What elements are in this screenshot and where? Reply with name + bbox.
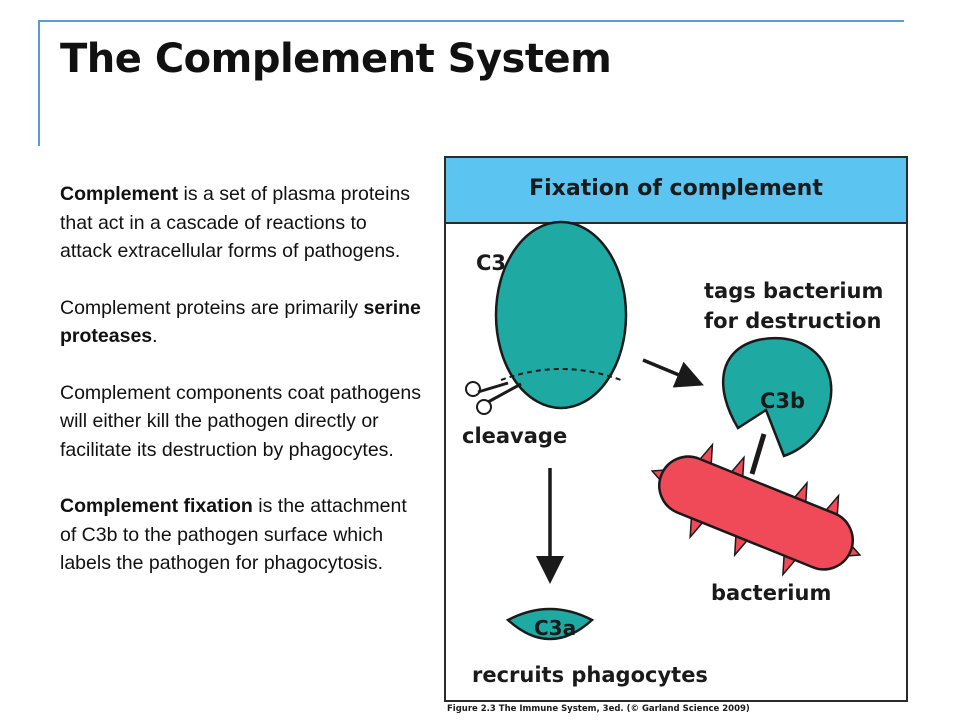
label-c3a: C3a bbox=[534, 616, 576, 640]
paragraph-serine-proteases: Complement proteins are primarily serine… bbox=[60, 294, 422, 351]
term-serine-proteases: serine proteases bbox=[60, 296, 421, 348]
term-complement-fixation: Complement fixation bbox=[60, 495, 253, 517]
figure-banner-title: Fixation of complement bbox=[529, 176, 823, 201]
label-c3b: C3b bbox=[760, 389, 805, 413]
paragraph-2-start: Complement proteins are primarily bbox=[60, 296, 364, 319]
complement-diagram: C3 cleavage tags bacterium for destructi… bbox=[462, 220, 883, 687]
arrow-to-c3b bbox=[642, 358, 704, 388]
figure-credit: Figure 2.3 The Immune System, 3ed. (© Ga… bbox=[447, 704, 750, 714]
cleavage-line bbox=[500, 368, 622, 381]
paragraph-2-end: . bbox=[152, 325, 158, 347]
label-c3: C3 bbox=[476, 251, 506, 275]
c3b-bond-stick bbox=[749, 433, 767, 475]
slide-title: The Complement System bbox=[60, 36, 612, 82]
paragraph-complement-fixation: Complement fixation is the attachment of… bbox=[60, 492, 422, 578]
paragraph-complement-definition: Complement is a set of plasma proteins t… bbox=[60, 180, 422, 266]
label-tags-line1: tags bacterium bbox=[704, 279, 883, 303]
slide-frame-left-line bbox=[38, 20, 40, 146]
c3b-protein bbox=[721, 337, 833, 458]
c3a-fragment bbox=[505, 607, 595, 641]
slide-frame-top-line bbox=[38, 20, 904, 22]
paragraph-4-rest: is the attachment of C3b to the pathogen… bbox=[60, 495, 407, 574]
c3-protein bbox=[494, 220, 628, 410]
complement-figure: Fixation of complement C3 cleavage tags … bbox=[444, 156, 908, 702]
label-bacterium: bacterium bbox=[711, 581, 831, 605]
label-tags-line2: for destruction bbox=[704, 309, 881, 333]
label-cleavage: cleavage bbox=[462, 424, 567, 448]
bacterium bbox=[650, 442, 862, 577]
term-complement: Complement bbox=[60, 183, 179, 205]
label-recruits-phagocytes: recruits phagocytes bbox=[472, 663, 708, 687]
scissors-icon bbox=[465, 381, 522, 415]
paragraph-1-rest: is a set of plasma proteins that act in … bbox=[60, 183, 411, 262]
body-text: Complement is a set of plasma proteins t… bbox=[60, 180, 422, 606]
paragraph-coat-pathogens: Complement components coat pathogens wil… bbox=[60, 381, 421, 461]
figure-banner: Fixation of complement bbox=[446, 158, 906, 224]
